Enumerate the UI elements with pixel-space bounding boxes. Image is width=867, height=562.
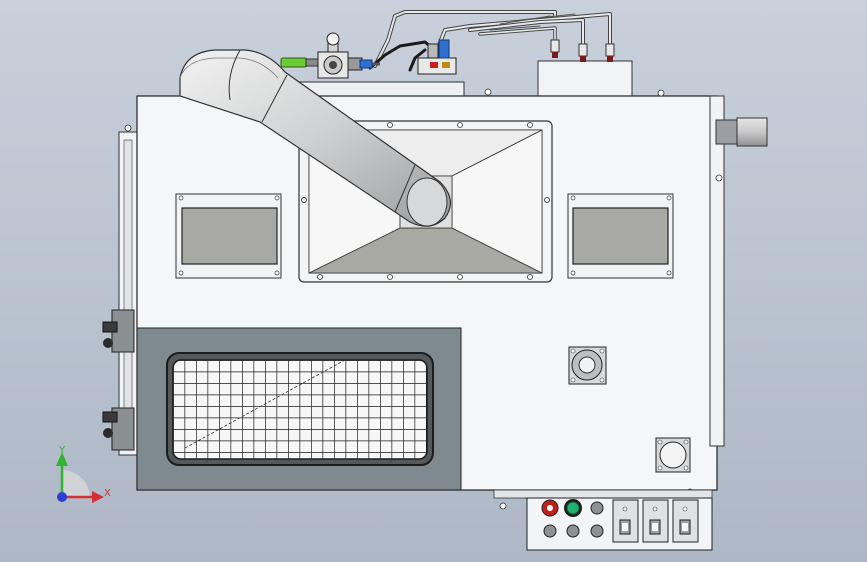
indicator-lamp-icon[interactable] xyxy=(564,499,582,517)
toggle-switch-icon[interactable] xyxy=(612,499,699,543)
top-junction-box xyxy=(537,60,633,98)
exhaust-duct xyxy=(179,49,451,227)
green-inlet-fitting xyxy=(280,57,308,68)
right-side-panel xyxy=(709,95,725,447)
pneumatic-tubes xyxy=(368,10,612,72)
pressure-gauge-icon xyxy=(326,32,340,46)
pressure-regulator xyxy=(280,32,380,79)
mesh-screen xyxy=(172,359,428,460)
z-axis-dot xyxy=(57,492,67,502)
selector-knob[interactable] xyxy=(590,501,604,515)
left-viewing-window xyxy=(175,193,282,279)
lower-fan-vent-icon xyxy=(655,437,691,473)
control-panel xyxy=(493,489,713,551)
x-axis-label: X xyxy=(104,488,111,499)
axis-triad: Y X xyxy=(56,445,111,503)
door-handles xyxy=(102,309,135,451)
fan-vent-icon xyxy=(568,346,607,385)
emergency-stop-icon[interactable] xyxy=(541,499,559,517)
exhaust-cylinder xyxy=(715,117,768,147)
access-door xyxy=(136,327,462,491)
right-viewing-window xyxy=(567,193,674,279)
solenoid-valve xyxy=(417,39,457,75)
top-mount-plate xyxy=(291,81,465,97)
junction-box-fittings xyxy=(550,39,615,62)
control-knobs[interactable] xyxy=(543,524,604,538)
y-axis-label: Y xyxy=(58,445,66,456)
